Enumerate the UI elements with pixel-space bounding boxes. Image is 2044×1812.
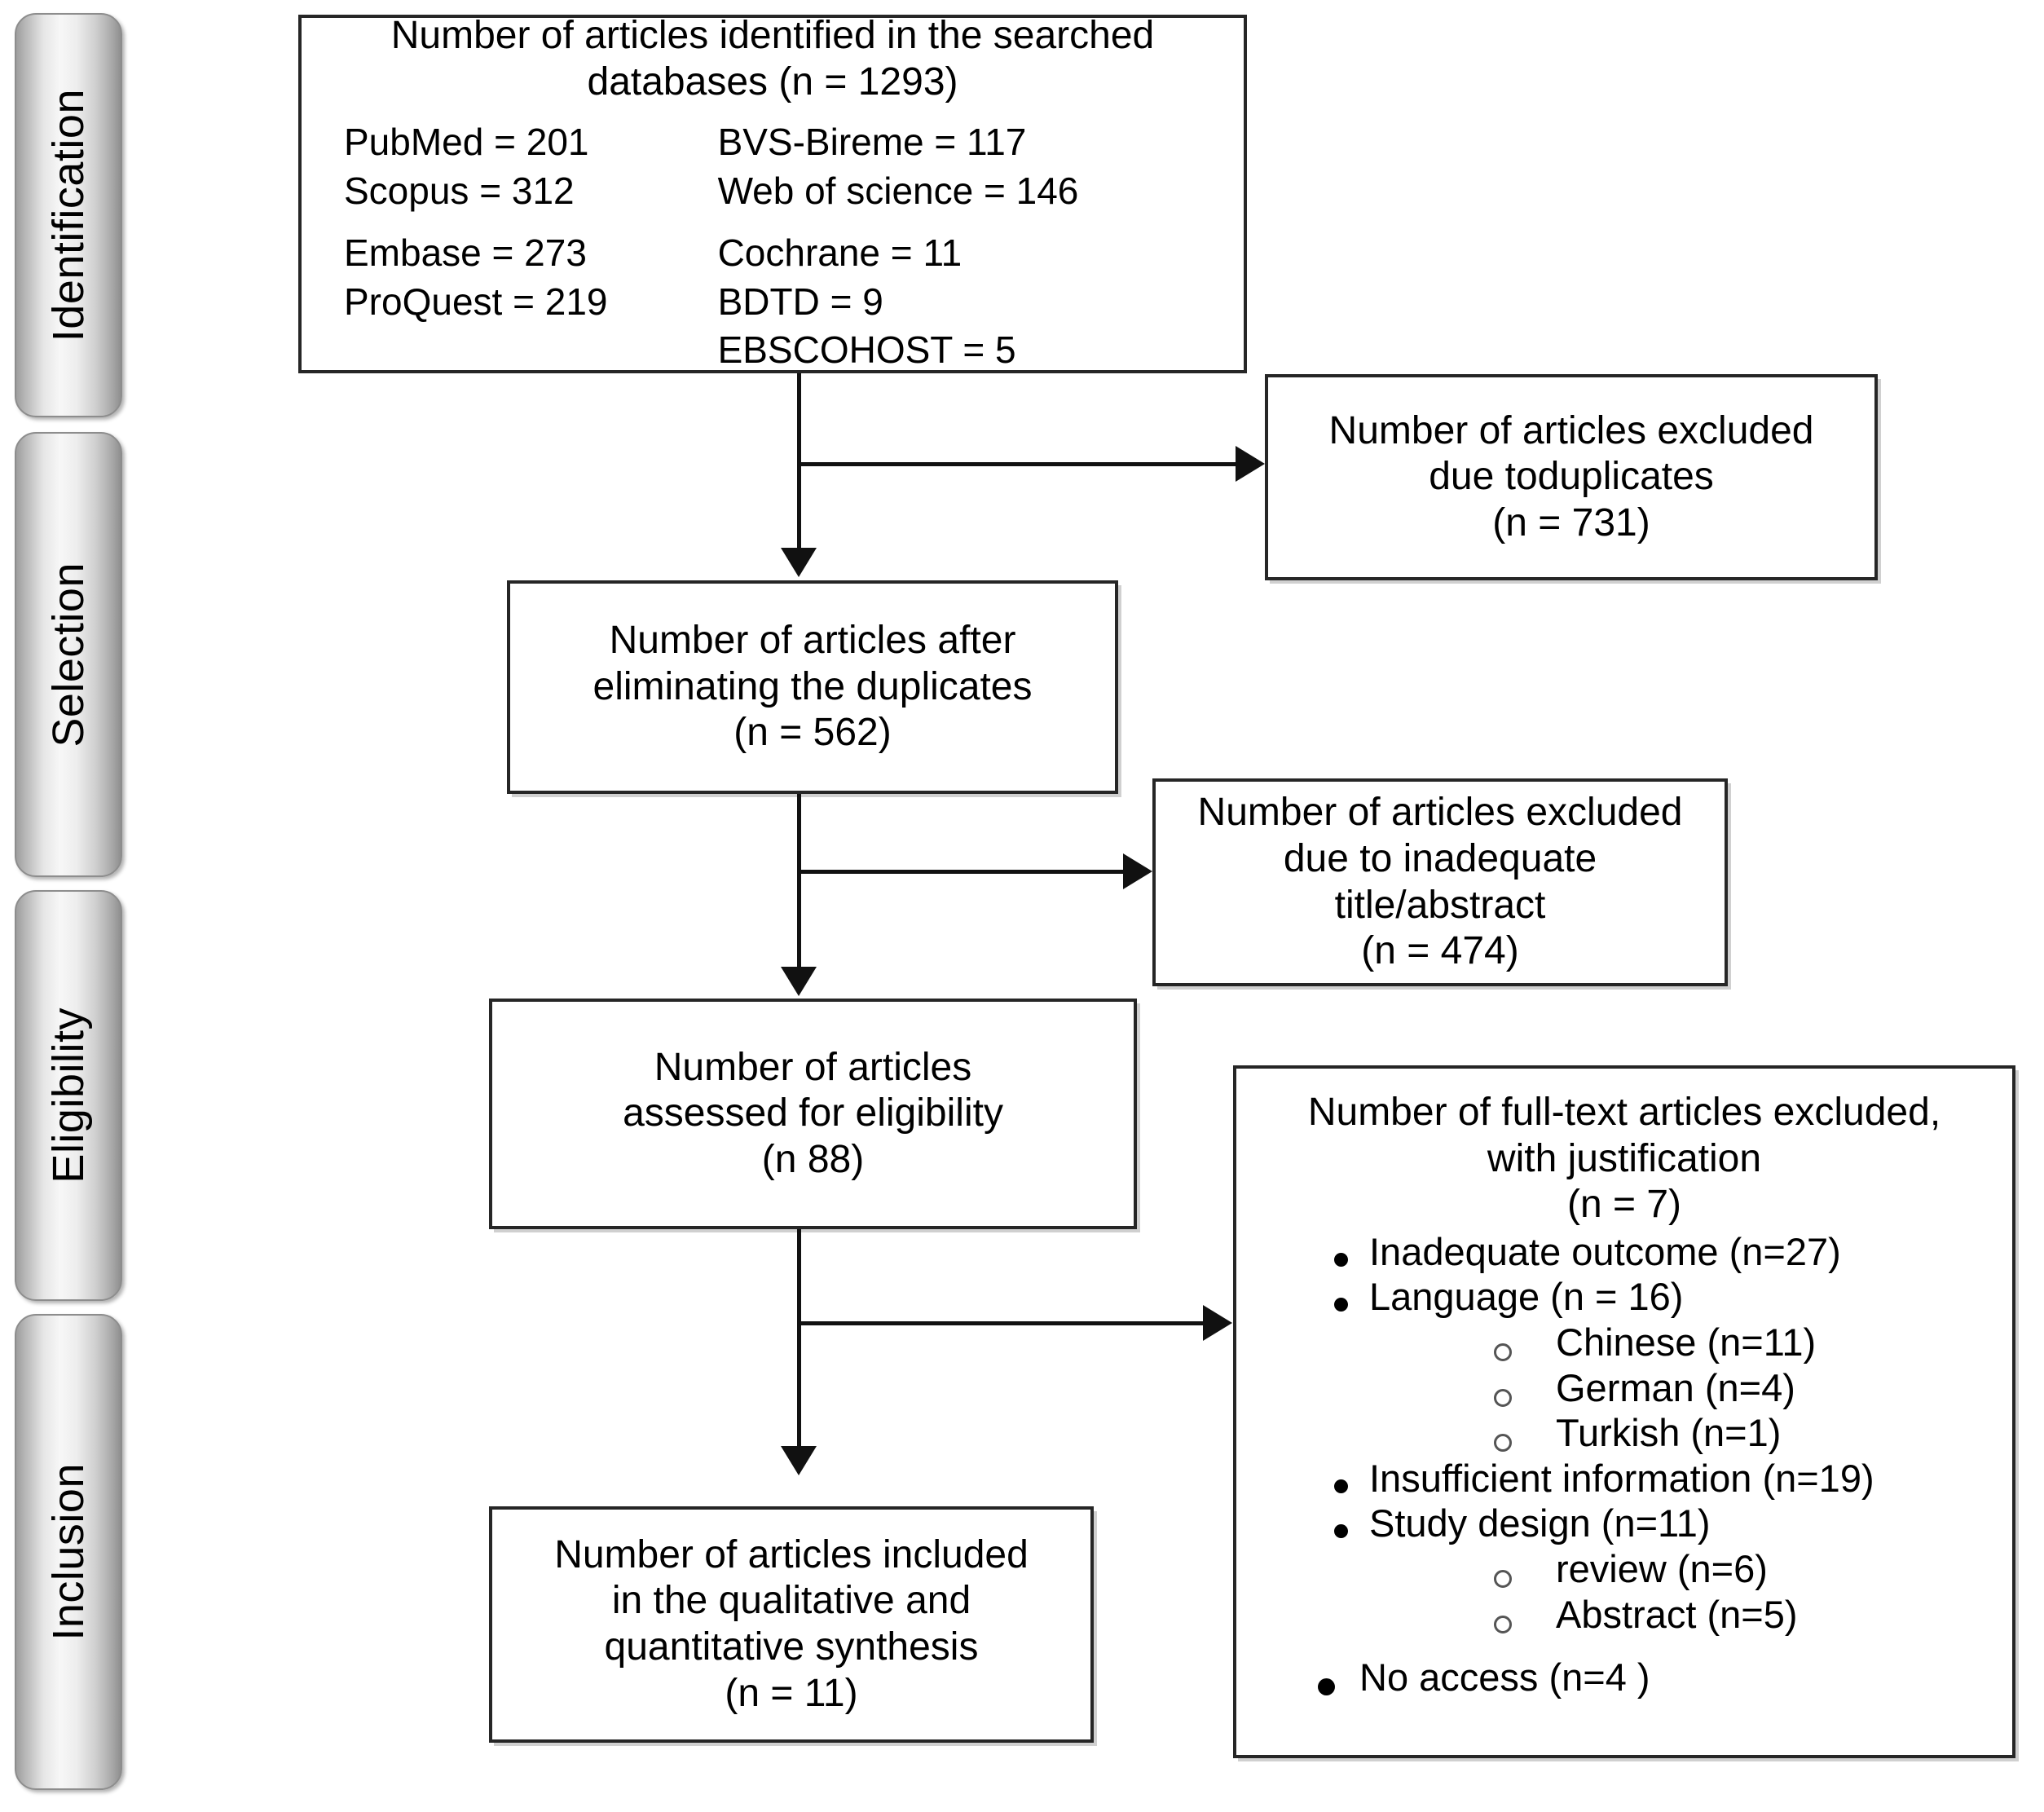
stage-label-selection: Selection — [44, 562, 93, 747]
exclusion-reason-label: Inadequate outcome (n=27) — [1369, 1229, 1841, 1273]
exclusion-reason-label: Chinese (n=11) — [1556, 1320, 1817, 1365]
after-duplicates-line1: Number of articles after — [609, 619, 1016, 663]
stage-label-identification: Identification — [44, 88, 93, 342]
arrow-right-to-excluded-duplicates — [1236, 446, 1265, 482]
exclusion-reason-item: Insufficient information (n=19) — [1236, 1457, 2004, 1501]
bullet-disc-icon — [1334, 1252, 1348, 1267]
db-cochrane: Cochrane = 11 — [717, 231, 963, 274]
connector-trunk-eligibility — [797, 1229, 801, 1446]
bullet-circle-icon — [1494, 1434, 1512, 1453]
exclusion-reason-subitem: Chinese (n=11) — [1236, 1320, 2004, 1365]
connector-trunk-identification — [797, 373, 801, 548]
db-ebscohost: EBSCOHOST = 5 — [717, 328, 1016, 372]
included-line2: in the qualitative and — [611, 1579, 971, 1623]
db-bvs-bireme: BVS-Bireme = 117 — [717, 121, 1027, 164]
exclusion-reason-label: Abstract (n=5) — [1556, 1592, 1798, 1636]
exclusion-reason-item: Language (n = 16) — [1236, 1275, 2004, 1319]
exclusion-reason-label: German (n=4) — [1556, 1365, 1795, 1409]
db-web-of-science: Web of science = 146 — [717, 169, 1079, 212]
bullet-circle-icon — [1494, 1388, 1512, 1407]
excluded-title-abstract-line3: title/abstract — [1334, 883, 1546, 927]
assessed-eligibility-line2: assessed for eligibility — [623, 1091, 1003, 1135]
exclusion-reason-subitem: Abstract (n=5) — [1236, 1593, 2004, 1637]
bullet-circle-icon — [1494, 1569, 1512, 1588]
db-proquest: ProQuest = 219 — [344, 280, 608, 323]
db-bdtd: BDTD = 9 — [717, 280, 883, 323]
excluded-title-abstract-line1: Number of articles excluded — [1197, 791, 1683, 835]
excluded-title-abstract-line2: due to inadequate — [1283, 836, 1597, 880]
connector-trunk-selection — [797, 794, 801, 967]
box-excluded-duplicates: Number of articles excluded due toduplic… — [1265, 374, 1878, 580]
included-line3: quantitative synthesis — [604, 1625, 979, 1669]
included-line4: (n = 11) — [725, 1671, 858, 1715]
db-embase: Embase = 273 — [344, 231, 587, 274]
excluded-duplicates-line2: due toduplicates — [1429, 455, 1714, 499]
excluded-title-abstract-line4: (n = 474) — [1361, 929, 1519, 973]
exclusion-reason-label: Language (n = 16) — [1369, 1275, 1684, 1319]
db-pubmed: PubMed = 201 — [344, 121, 589, 164]
arrow-right-to-excluded-title-abstract — [1123, 853, 1152, 889]
box-fulltext-excluded: Number of full-text articles excluded, w… — [1233, 1065, 2015, 1758]
exclusion-reason-label: Insufficient information (n=19) — [1369, 1456, 1874, 1500]
exclusion-reason-label: No access (n=4 ) — [1359, 1655, 1650, 1700]
stage-pill-eligibility: Eligibility — [15, 890, 122, 1301]
bullet-circle-icon — [1494, 1343, 1512, 1362]
exclusion-reason-label: Study design (n=11) — [1369, 1501, 1711, 1545]
bullet-circle-icon — [1494, 1615, 1512, 1633]
stage-label-eligibility: Eligibility — [44, 1007, 93, 1184]
arrow-down-to-included — [781, 1446, 817, 1475]
db-col-right-spacer — [718, 216, 1222, 229]
stage-pill-selection: Selection — [15, 432, 122, 877]
identified-title-line1: Number of articles identified in the sea… — [390, 13, 1155, 57]
exclusion-reason-subitem: review (n=6) — [1236, 1547, 2004, 1591]
box-after-duplicates: Number of articles after eliminating the… — [507, 580, 1118, 794]
database-column-right: BVS-Bireme = 117 Web of science = 146 Co… — [710, 118, 1222, 375]
after-duplicates-line3: (n = 562) — [733, 711, 892, 755]
database-column-left: PubMed = 201 Scopus = 312 Embase = 273 P… — [323, 118, 710, 375]
stage-label-inclusion: Inclusion — [44, 1463, 93, 1641]
database-counts: PubMed = 201 Scopus = 312 Embase = 273 P… — [302, 118, 1244, 375]
box-assessed-eligibility: Number of articles assessed for eligibil… — [489, 999, 1137, 1229]
exclusion-reason-label: Turkish (n=1) — [1556, 1411, 1782, 1455]
connector-branch-to-excluded-duplicates — [797, 462, 1237, 466]
fulltext-excluded-line3: (n = 7) — [1566, 1183, 1682, 1227]
stage-pill-identification: Identification — [15, 13, 122, 417]
box-articles-included: Number of articles included in the quali… — [489, 1506, 1094, 1743]
exclusion-reason-label: review (n=6) — [1556, 1546, 1768, 1590]
exclusion-reason-list: Inadequate outcome (n=27) Language (n = … — [1236, 1228, 2012, 1700]
arrow-down-to-assessed-eligibility — [781, 967, 817, 996]
bullet-disc-icon — [1334, 1524, 1348, 1539]
fulltext-excluded-line2: with justification — [1487, 1136, 1762, 1180]
arrow-right-to-fulltext-excluded — [1203, 1305, 1232, 1341]
exclusion-reason-item: Inadequate outcome (n=27) — [1236, 1230, 2004, 1274]
arrow-down-to-after-duplicates — [781, 548, 817, 577]
connector-branch-to-fulltext-excluded — [797, 1321, 1205, 1325]
box-articles-identified: Number of articles identified in the sea… — [298, 13, 1247, 375]
bullet-disc-icon — [1318, 1678, 1335, 1696]
db-scopus: Scopus = 312 — [344, 169, 575, 212]
exclusion-list-spacer — [1236, 1636, 2004, 1654]
bullet-disc-icon — [1334, 1479, 1348, 1493]
identified-title-line2: databases (n = 1293) — [587, 60, 958, 104]
excluded-duplicates-line3: (n = 731) — [1492, 500, 1650, 544]
assessed-eligibility-line3: (n 88) — [761, 1137, 865, 1181]
exclusion-reason-subitem: German (n=4) — [1236, 1366, 2004, 1410]
exclusion-reason-subitem: Turkish (n=1) — [1236, 1411, 2004, 1455]
stage-pill-inclusion: Inclusion — [15, 1314, 122, 1790]
db-col-left-spacer — [344, 216, 710, 229]
excluded-duplicates-line1: Number of articles excluded — [1328, 408, 1814, 452]
connector-branch-to-excluded-title-abstract — [797, 870, 1125, 874]
exclusion-reason-item: No access (n=4 ) — [1236, 1655, 2004, 1700]
bullet-disc-icon — [1334, 1298, 1348, 1312]
exclusion-reason-item: Study design (n=11) — [1236, 1501, 2004, 1545]
assessed-eligibility-line1: Number of articles — [654, 1045, 972, 1089]
box-excluded-title-abstract: Number of articles excluded due to inade… — [1152, 778, 1728, 986]
after-duplicates-line2: eliminating the duplicates — [592, 664, 1033, 708]
fulltext-excluded-line1: Number of full-text articles excluded, — [1307, 1091, 1941, 1134]
included-line1: Number of articles included — [554, 1532, 1029, 1576]
